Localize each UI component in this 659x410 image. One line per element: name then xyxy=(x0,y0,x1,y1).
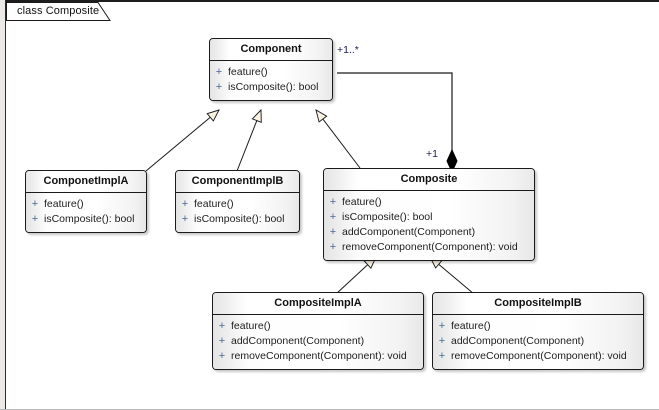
member-row: + isComposite(): bool xyxy=(176,212,299,227)
class-box-compositeimplb[interactable]: CompositeImplB + feature() + addComponen… xyxy=(432,292,644,370)
visibility-marker: + xyxy=(215,81,223,93)
member-row: + isComposite(): bool xyxy=(210,80,332,95)
class-box-component[interactable]: Component + feature() + isComposite(): b… xyxy=(209,38,333,101)
member-row: + removeComponent(Component): void xyxy=(213,349,423,364)
class-box-composite[interactable]: Composite + feature() + isComposite(): b… xyxy=(323,168,535,261)
class-name-composite: Composite xyxy=(324,169,534,191)
member-signature: isComposite(): bool xyxy=(228,81,319,93)
member-signature: removeComponent(Component): void xyxy=(451,350,627,362)
tab-shape xyxy=(6,2,111,21)
class-box-compositeimpla[interactable]: CompositeImplA + feature() + addComponen… xyxy=(212,292,424,370)
member-row: + isComposite(): bool xyxy=(324,210,534,225)
multiplicity-component-end: +1..* xyxy=(337,44,359,56)
class-members-component: + feature() + isComposite(): bool xyxy=(210,61,332,100)
visibility-marker: + xyxy=(218,320,226,332)
member-row: + addComponent(Component) xyxy=(213,334,423,349)
visibility-marker: + xyxy=(329,226,337,238)
visibility-marker: + xyxy=(329,211,337,223)
edge-composition-composite-component xyxy=(337,72,453,153)
class-members-compositeimplb: + feature() + addComponent(Component) + … xyxy=(433,315,643,369)
member-row: + addComponent(Component) xyxy=(324,225,534,240)
member-signature: isComposite(): bool xyxy=(342,211,433,223)
member-signature: feature() xyxy=(44,198,84,210)
visibility-marker: + xyxy=(438,335,446,347)
member-signature: addComponent(Component) xyxy=(342,226,476,238)
member-signature: feature() xyxy=(231,320,271,332)
edge-generalization-componentimplb-component xyxy=(236,110,261,172)
member-signature: feature() xyxy=(342,196,382,208)
visibility-marker: + xyxy=(31,213,39,225)
member-row: + feature() xyxy=(324,195,534,210)
member-signature: isComposite(): bool xyxy=(194,213,285,225)
member-row: + removeComponent(Component): void xyxy=(433,349,643,364)
left-gutter-rule xyxy=(5,0,6,410)
member-row: + feature() xyxy=(176,197,299,212)
member-signature: addComponent(Component) xyxy=(451,335,585,347)
member-signature: feature() xyxy=(451,320,491,332)
class-box-componetimpla[interactable]: ComponetImplA + feature() + isComposite(… xyxy=(25,170,147,233)
visibility-marker: + xyxy=(329,241,337,253)
multiplicity-composite-end: +1 xyxy=(426,148,438,160)
relationship-edges xyxy=(145,72,475,295)
visibility-marker: + xyxy=(218,350,226,362)
edge-generalization-compositeimpla-composite xyxy=(335,257,376,295)
diagram-tab-label: class Composite xyxy=(17,5,100,17)
window-top-rule xyxy=(0,0,659,2)
class-name-compositeimplb: CompositeImplB xyxy=(433,293,643,315)
edge-generalization-componetimpla-component xyxy=(145,110,219,172)
visibility-marker: + xyxy=(329,196,337,208)
diagram-canvas[interactable]: +1..* +1 Component + feature() + isCompo… xyxy=(6,22,658,409)
visibility-marker: + xyxy=(218,335,226,347)
member-row: + feature() xyxy=(213,319,423,334)
class-name-componetimpla: ComponetImplA xyxy=(26,171,146,193)
member-signature: removeComponent(Component): void xyxy=(231,350,407,362)
edge-generalization-composite-component xyxy=(316,110,361,169)
member-row: + feature() xyxy=(210,65,332,80)
member-row: + isComposite(): bool xyxy=(26,212,146,227)
member-row: + feature() xyxy=(433,319,643,334)
class-name-component: Component xyxy=(210,39,332,61)
visibility-marker: + xyxy=(181,198,189,210)
visibility-marker: + xyxy=(181,213,189,225)
class-members-componentimplb: + feature() + isComposite(): bool xyxy=(176,193,299,232)
visibility-marker: + xyxy=(215,66,223,78)
member-row: + feature() xyxy=(26,197,146,212)
class-box-componentimplb[interactable]: ComponentImplB + feature() + isComposite… xyxy=(175,170,300,233)
member-signature: feature() xyxy=(228,66,268,78)
class-members-compositeimpla: + feature() + addComponent(Component) + … xyxy=(213,315,423,369)
class-members-componetimpla: + feature() + isComposite(): bool xyxy=(26,193,146,232)
edge-generalization-compositeimplb-composite xyxy=(430,257,475,295)
diagram-tab[interactable]: class Composite xyxy=(6,2,116,21)
class-members-composite: + feature() + isComposite(): bool + addC… xyxy=(324,191,534,260)
member-signature: feature() xyxy=(194,198,234,210)
member-row: + removeComponent(Component): void xyxy=(324,240,534,255)
visibility-marker: + xyxy=(31,198,39,210)
class-name-componentimplb: ComponentImplB xyxy=(176,171,299,193)
visibility-marker: + xyxy=(438,320,446,332)
member-signature: addComponent(Component) xyxy=(231,335,365,347)
member-signature: removeComponent(Component): void xyxy=(342,241,518,253)
class-name-compositeimpla: CompositeImplA xyxy=(213,293,423,315)
visibility-marker: + xyxy=(438,350,446,362)
member-signature: isComposite(): bool xyxy=(44,213,135,225)
member-row: + addComponent(Component) xyxy=(433,334,643,349)
left-gutter xyxy=(0,0,5,410)
